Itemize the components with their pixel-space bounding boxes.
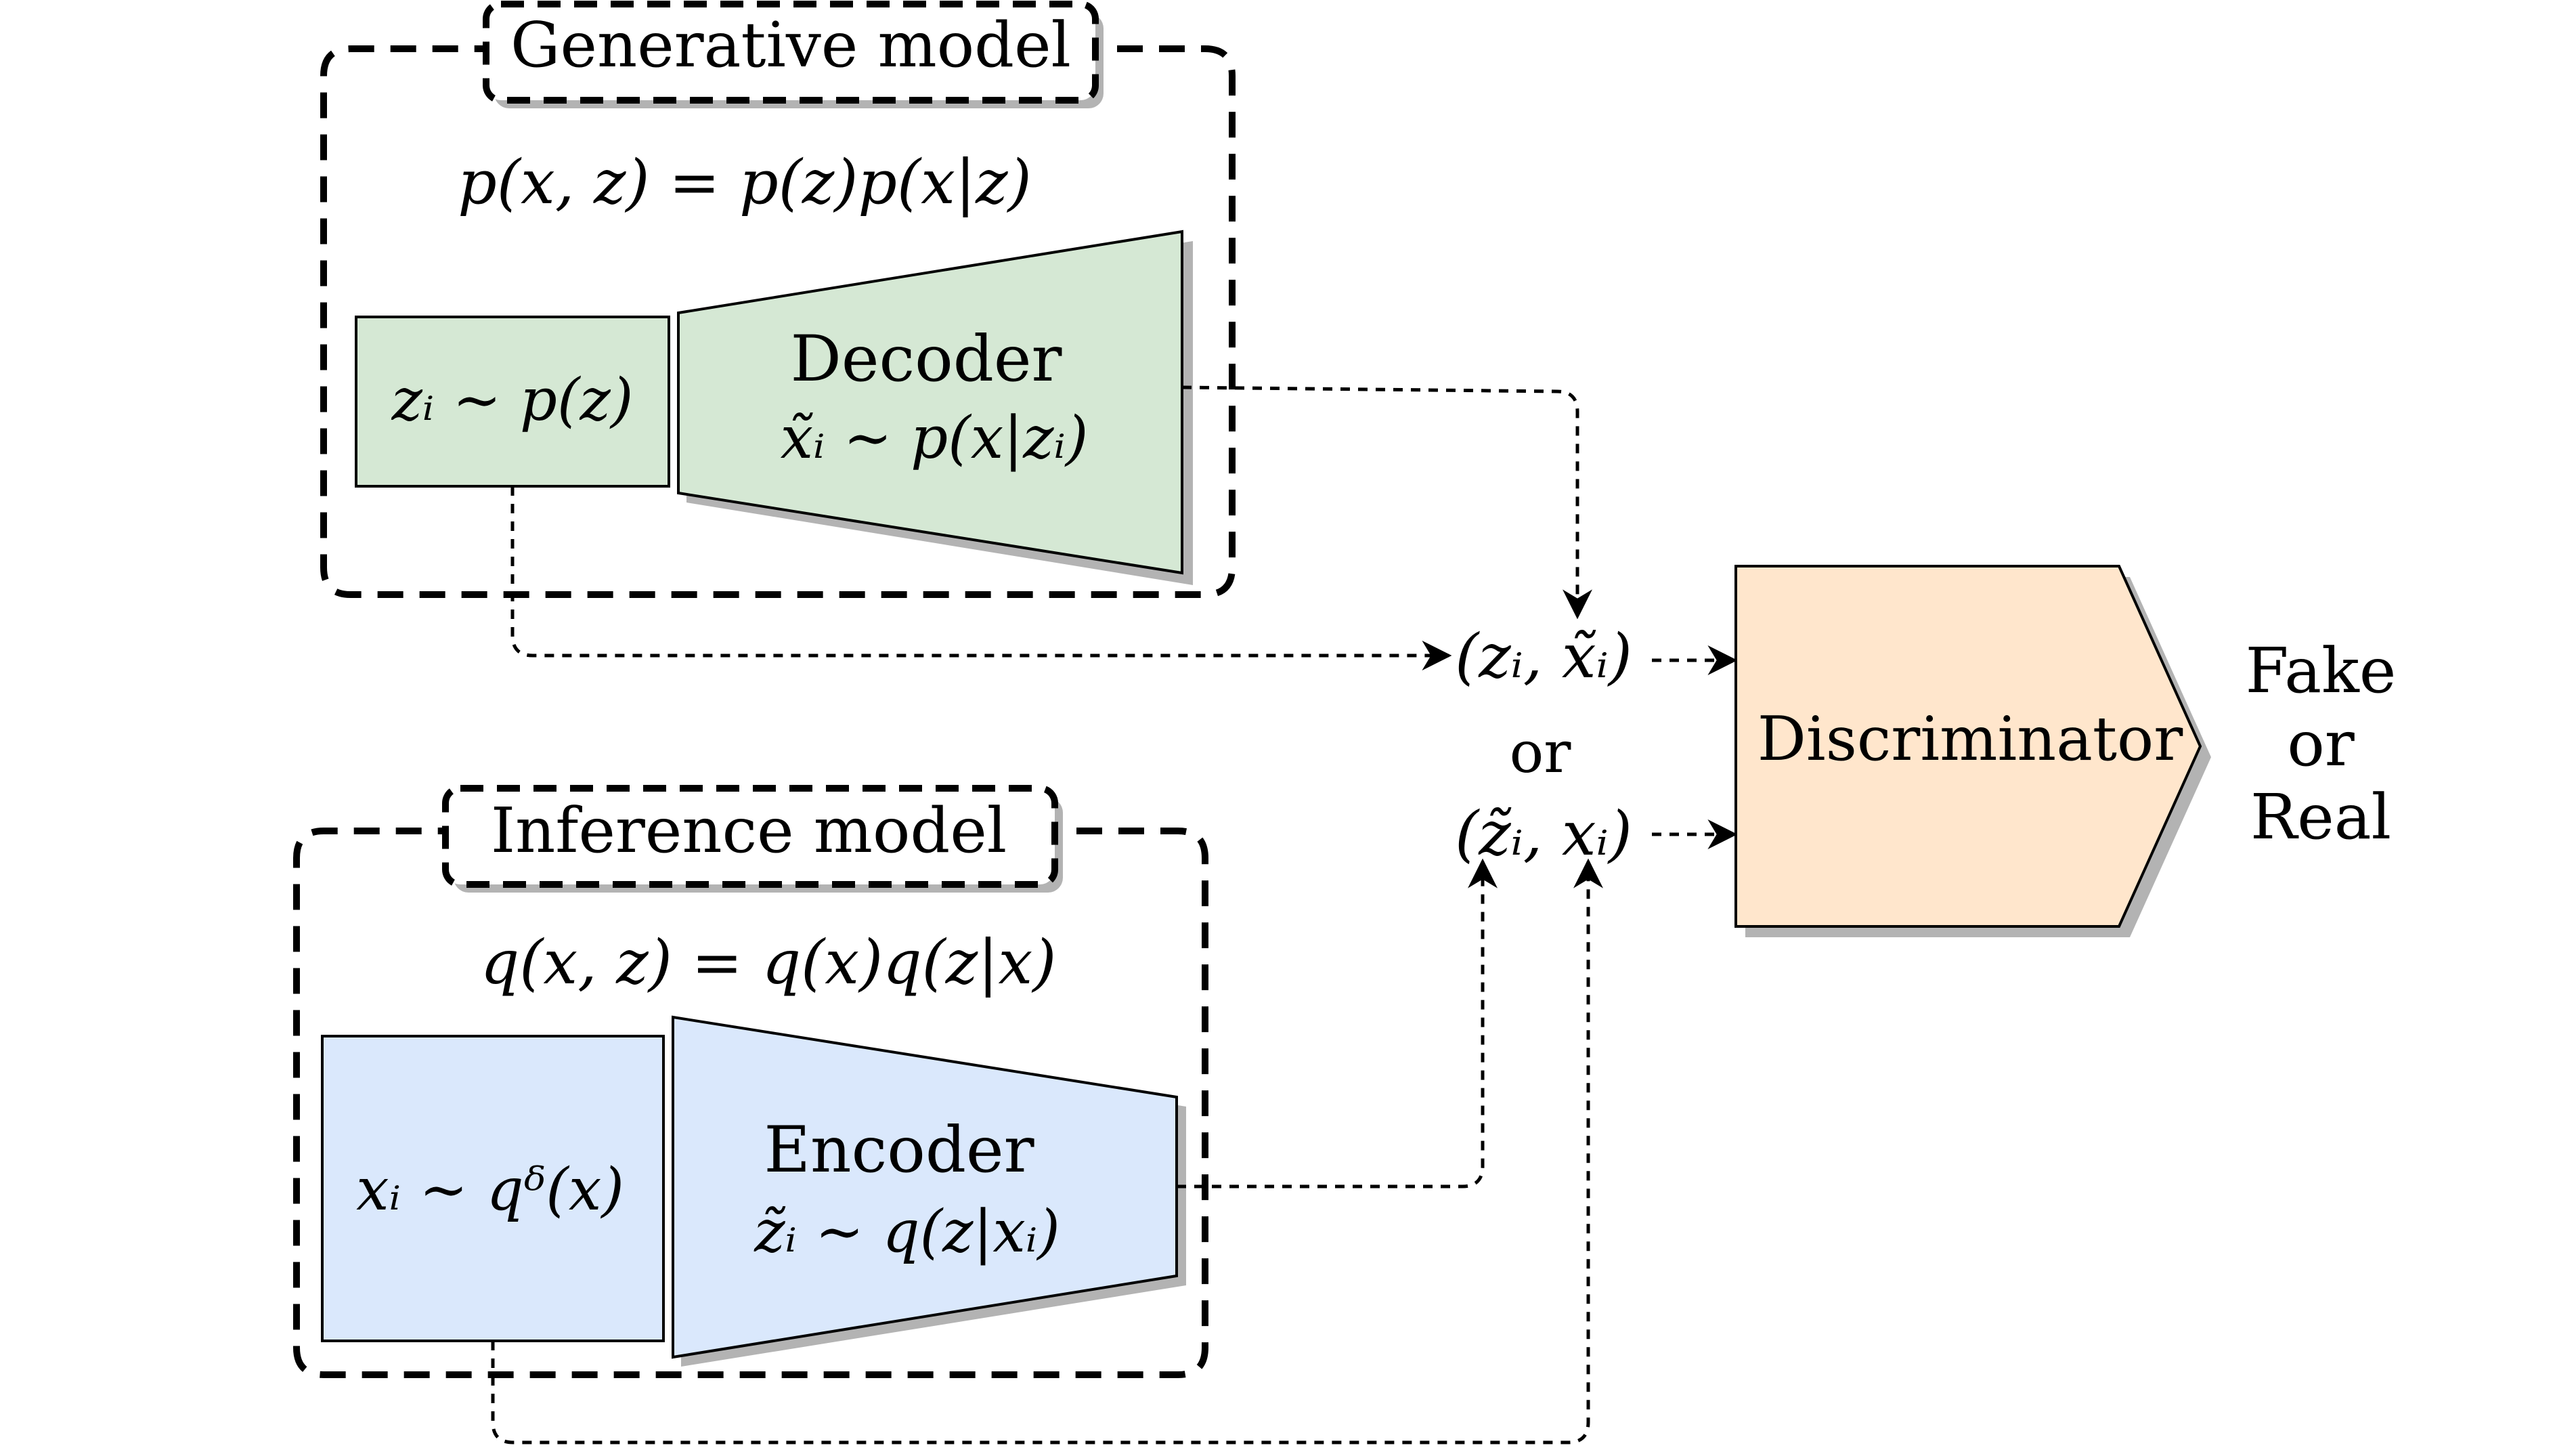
data-distribution-label: xᵢ ∼ qᵟ(x) — [356, 1156, 624, 1224]
generated-pair-label: (zᵢ, x̃ᵢ) — [1455, 621, 1632, 692]
inference-model-equation: q(x, z) = q(x)q(z|x) — [481, 927, 1057, 998]
output-label: Fake or Real — [2246, 635, 2397, 853]
encoder-formula: z̃ᵢ ∼ q(z|xᵢ) — [754, 1198, 1060, 1266]
inference-model-container — [293, 828, 1208, 1378]
encoder-to-inferred-pair-arrow — [1177, 858, 1498, 1189]
decoder-block — [677, 230, 1183, 575]
inference-model-group: Inference model q(x, z) = q(x)q(z|x) xᵢ … — [293, 785, 1208, 1378]
generative-model-title: Generative model — [510, 9, 1071, 81]
decoder-formula: x̃ᵢ ∼ p(x|zᵢ) — [781, 404, 1089, 472]
output-real: Real — [2250, 781, 2391, 853]
generative-model-title-box — [483, 1, 1099, 104]
decoder-title: Decoder — [791, 322, 1062, 396]
encoder-title: Encoder — [764, 1113, 1034, 1187]
inferred-pair-label: (z̃ᵢ, xᵢ) — [1455, 798, 1632, 870]
generative-model-container — [320, 45, 1236, 598]
inference-model-title: Inference model — [491, 794, 1007, 867]
generative-model-equation: p(x, z) = p(z)p(x|z) — [458, 147, 1031, 218]
generative-model-group: Generative model p(x, z) = p(z)p(x|z) zᵢ… — [320, 1, 1236, 598]
decoder-to-generated-pair-arrow — [1181, 385, 1592, 620]
discriminator-label: Discriminator — [1758, 704, 2183, 775]
prior-box — [355, 316, 670, 488]
prior-label: zᵢ ∼ p(z) — [391, 366, 634, 434]
prior-to-generated-pair-arrow — [510, 486, 1452, 670]
discriminator-block — [1734, 565, 2202, 928]
encoder-block — [672, 1015, 1178, 1359]
inference-model-title-box — [442, 785, 1058, 888]
output-fake: Fake — [2246, 635, 2397, 707]
data-to-inferred-pair-arrow — [491, 858, 1603, 1444]
or-label: or — [1510, 719, 1572, 786]
discriminator-group: Discriminator — [1734, 565, 2211, 937]
data-distribution-box — [321, 1035, 665, 1342]
connectors — [491, 385, 1738, 1444]
output-or: or — [2287, 708, 2354, 780]
